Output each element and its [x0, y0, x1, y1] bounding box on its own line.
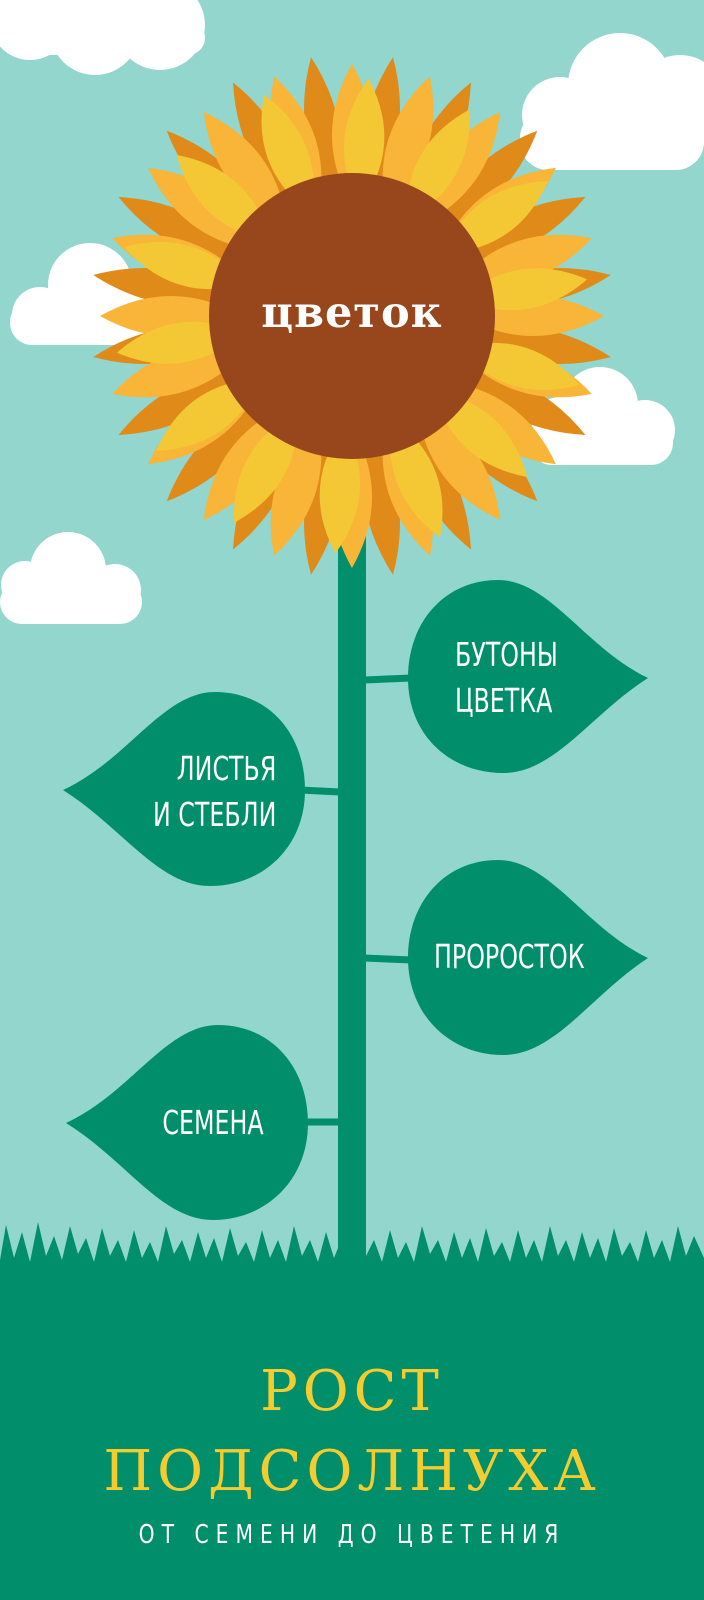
leaf-sprout [408, 860, 648, 1055]
leaf-leaves-stems [63, 692, 305, 886]
petal [304, 57, 342, 208]
subtitle: ОТ СЕМЕНИ ДО ЦВЕТЕНИЯ [138, 1520, 566, 1550]
petal [112, 346, 248, 398]
petal [203, 112, 288, 228]
petal [440, 380, 556, 465]
buds-label-line: БУТОНЫ [455, 635, 558, 674]
petal [450, 197, 586, 267]
clouds [0, 0, 704, 624]
ground [0, 1300, 704, 1600]
seeds-label-line: СЕМЕНА [162, 1103, 264, 1142]
petal [416, 404, 501, 520]
petal [450, 365, 586, 435]
petal [148, 167, 264, 252]
petal [270, 420, 322, 556]
petal [118, 365, 254, 435]
leaf-buds [408, 580, 648, 773]
petal [118, 197, 254, 267]
flower-center [209, 173, 495, 459]
sprout-stage-label: ПРОРОСТОК [434, 934, 585, 980]
petal [93, 268, 244, 306]
cloud-top-right [520, 33, 704, 170]
petal [166, 393, 275, 502]
sprout-label-line: ПРОРОСТОК [434, 937, 585, 976]
leaves-stage-label: ЛИСТЬЯ И СТЕБЛИ [153, 746, 276, 838]
leaves-label-line: И СТЕБЛИ [152, 795, 276, 834]
buds-label-line: ЦВЕТКА [455, 681, 553, 720]
cloud-top-left [0, 0, 205, 75]
seeds-stage-label: СЕМЕНА [163, 1100, 264, 1146]
buds-stage-label: БУТОНЫ ЦВЕТКА [455, 632, 558, 724]
flower-stage-label: цветок [261, 288, 443, 338]
title-line-1: РОСТ [260, 1359, 444, 1424]
petal [382, 76, 434, 212]
petal [362, 424, 400, 575]
title-line-2: ПОДСОЛНУХА [103, 1439, 601, 1504]
petal [456, 234, 592, 286]
cloud-lower-left [0, 532, 142, 624]
leaves-label-line: ЛИСТЬЯ [176, 749, 276, 788]
leaf-seeds [66, 1025, 308, 1220]
petal [460, 326, 611, 364]
leaf-connectors [299, 674, 413, 1126]
petal [429, 130, 538, 239]
stem [338, 520, 366, 1320]
